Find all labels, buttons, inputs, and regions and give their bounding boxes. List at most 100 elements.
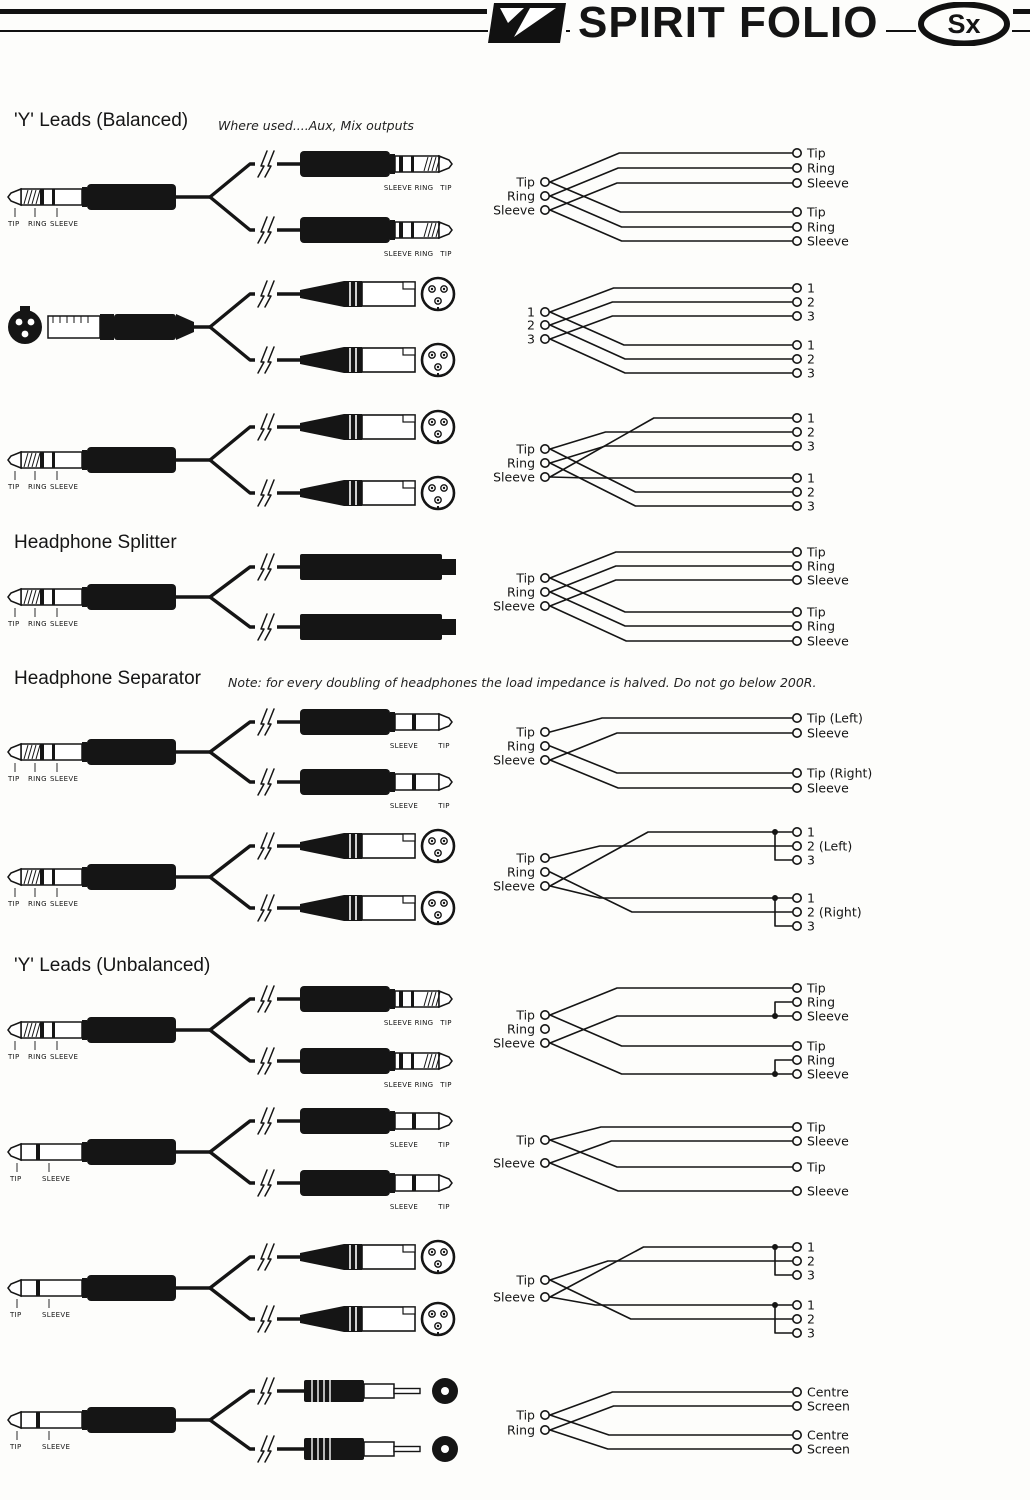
svg-text:Sleeve: Sleeve [807, 726, 849, 741]
svg-text:SLEEVE: SLEEVE [50, 1053, 78, 1061]
xlr-male-right [300, 342, 456, 378]
svg-text:Sleeve: Sleeve [493, 1290, 535, 1305]
section-title-y-leads-balanced: 'Y' Leads (Balanced) [14, 110, 189, 131]
right-terminal [791, 1136, 802, 1147]
svg-text:2 (Left): 2 (Left) [807, 839, 852, 854]
svg-text:1: 1 [807, 281, 815, 296]
left-terminal [539, 852, 550, 863]
svg-text:RING: RING [415, 250, 434, 258]
left-terminal [539, 1275, 550, 1286]
svg-text:Ring: Ring [507, 189, 535, 204]
left-terminal [539, 319, 550, 330]
svg-text:Sleeve: Sleeve [807, 1184, 849, 1199]
right-terminal [791, 353, 802, 364]
y-cable [193, 280, 303, 374]
svg-text:TIP: TIP [437, 1141, 449, 1149]
xlr-male-right [300, 276, 456, 312]
right-terminal [791, 222, 802, 233]
left-terminal [539, 740, 550, 751]
svg-text:Ring: Ring [807, 995, 835, 1010]
spirit-flag-icon [488, 1, 566, 45]
svg-text:3: 3 [807, 853, 815, 868]
right-terminal [791, 1010, 802, 1021]
svg-text:TIP: TIP [9, 1175, 21, 1183]
y-cable [176, 553, 303, 641]
right-terminal [791, 472, 802, 483]
svg-text:RING: RING [415, 1081, 434, 1089]
right-terminal [791, 620, 802, 631]
y-cable [176, 413, 303, 507]
right-terminal [791, 1242, 802, 1253]
xlr-pin-face-icon [420, 276, 456, 312]
svg-text:Sleeve: Sleeve [807, 634, 849, 649]
right-terminal [791, 635, 802, 646]
svg-text:SLEEVE: SLEEVE [42, 1175, 70, 1183]
right-terminal [791, 1069, 802, 1080]
svg-text:SLEEVE: SLEEVE [50, 775, 78, 783]
svg-text:Sleeve: Sleeve [493, 599, 535, 614]
right-terminal [791, 1270, 802, 1281]
xlr-male-right [300, 475, 456, 511]
section-note-y-leads-balanced: Where used....Aux, Mix outputs [218, 118, 414, 133]
section-title-headphone-separator: Headphone Separator [14, 668, 201, 689]
svg-text:Tip: Tip [515, 1008, 535, 1023]
svg-text:2: 2 [807, 352, 815, 367]
right-terminal [791, 920, 802, 931]
svg-text:TIP: TIP [439, 250, 451, 258]
junction-dot [772, 1013, 778, 1019]
left-terminal [539, 306, 550, 317]
right-terminal [791, 727, 802, 738]
svg-text:1: 1 [527, 305, 535, 320]
svg-text:TIP: TIP [439, 1019, 451, 1027]
right-terminal [791, 1186, 802, 1197]
svg-text:2: 2 [527, 318, 535, 333]
right-terminal [791, 1055, 802, 1066]
svg-text:SLEEVE: SLEEVE [390, 802, 418, 810]
svg-text:Ring: Ring [507, 739, 535, 754]
svg-text:RING: RING [415, 1019, 434, 1027]
xlr-male-right [300, 1239, 456, 1275]
svg-text:Ring: Ring [507, 865, 535, 880]
left-terminal [539, 1292, 550, 1303]
svg-text:Sleeve: Sleeve [807, 1009, 849, 1024]
svg-text:2: 2 [807, 1312, 815, 1327]
left-terminal [539, 754, 550, 765]
right-terminal [791, 1328, 802, 1339]
xlr-male-right [300, 409, 456, 445]
svg-text:TIP: TIP [437, 802, 449, 810]
junction-dot [772, 829, 778, 835]
right-terminal [791, 782, 802, 793]
right-terminal [791, 606, 802, 617]
right-terminal [791, 1401, 802, 1412]
svg-text:Sleeve: Sleeve [807, 1067, 849, 1082]
sx-badge-label: Sx [947, 9, 980, 39]
junction-dot [772, 1302, 778, 1308]
svg-text:1: 1 [807, 891, 815, 906]
right-terminal [791, 1300, 802, 1311]
brand-title: SPIRIT FOLIO [570, 0, 887, 46]
svg-text:Ring: Ring [507, 585, 535, 600]
rca-plug-right [304, 1378, 458, 1404]
svg-text:2: 2 [807, 1254, 815, 1269]
svg-text:Tip: Tip [515, 725, 535, 740]
left-terminal [539, 471, 550, 482]
svg-text:Ring: Ring [807, 1053, 835, 1068]
svg-text:Ring: Ring [807, 161, 835, 176]
svg-text:TIP: TIP [439, 184, 451, 192]
svg-text:Ring: Ring [807, 619, 835, 634]
svg-text:RING: RING [28, 620, 47, 628]
xlr-pin-face-icon [420, 1239, 456, 1275]
svg-text:Centre: Centre [807, 1385, 849, 1400]
left-terminal [539, 866, 550, 877]
xlr-pin-face-icon [420, 1301, 456, 1337]
svg-text:TIP: TIP [7, 1053, 19, 1061]
